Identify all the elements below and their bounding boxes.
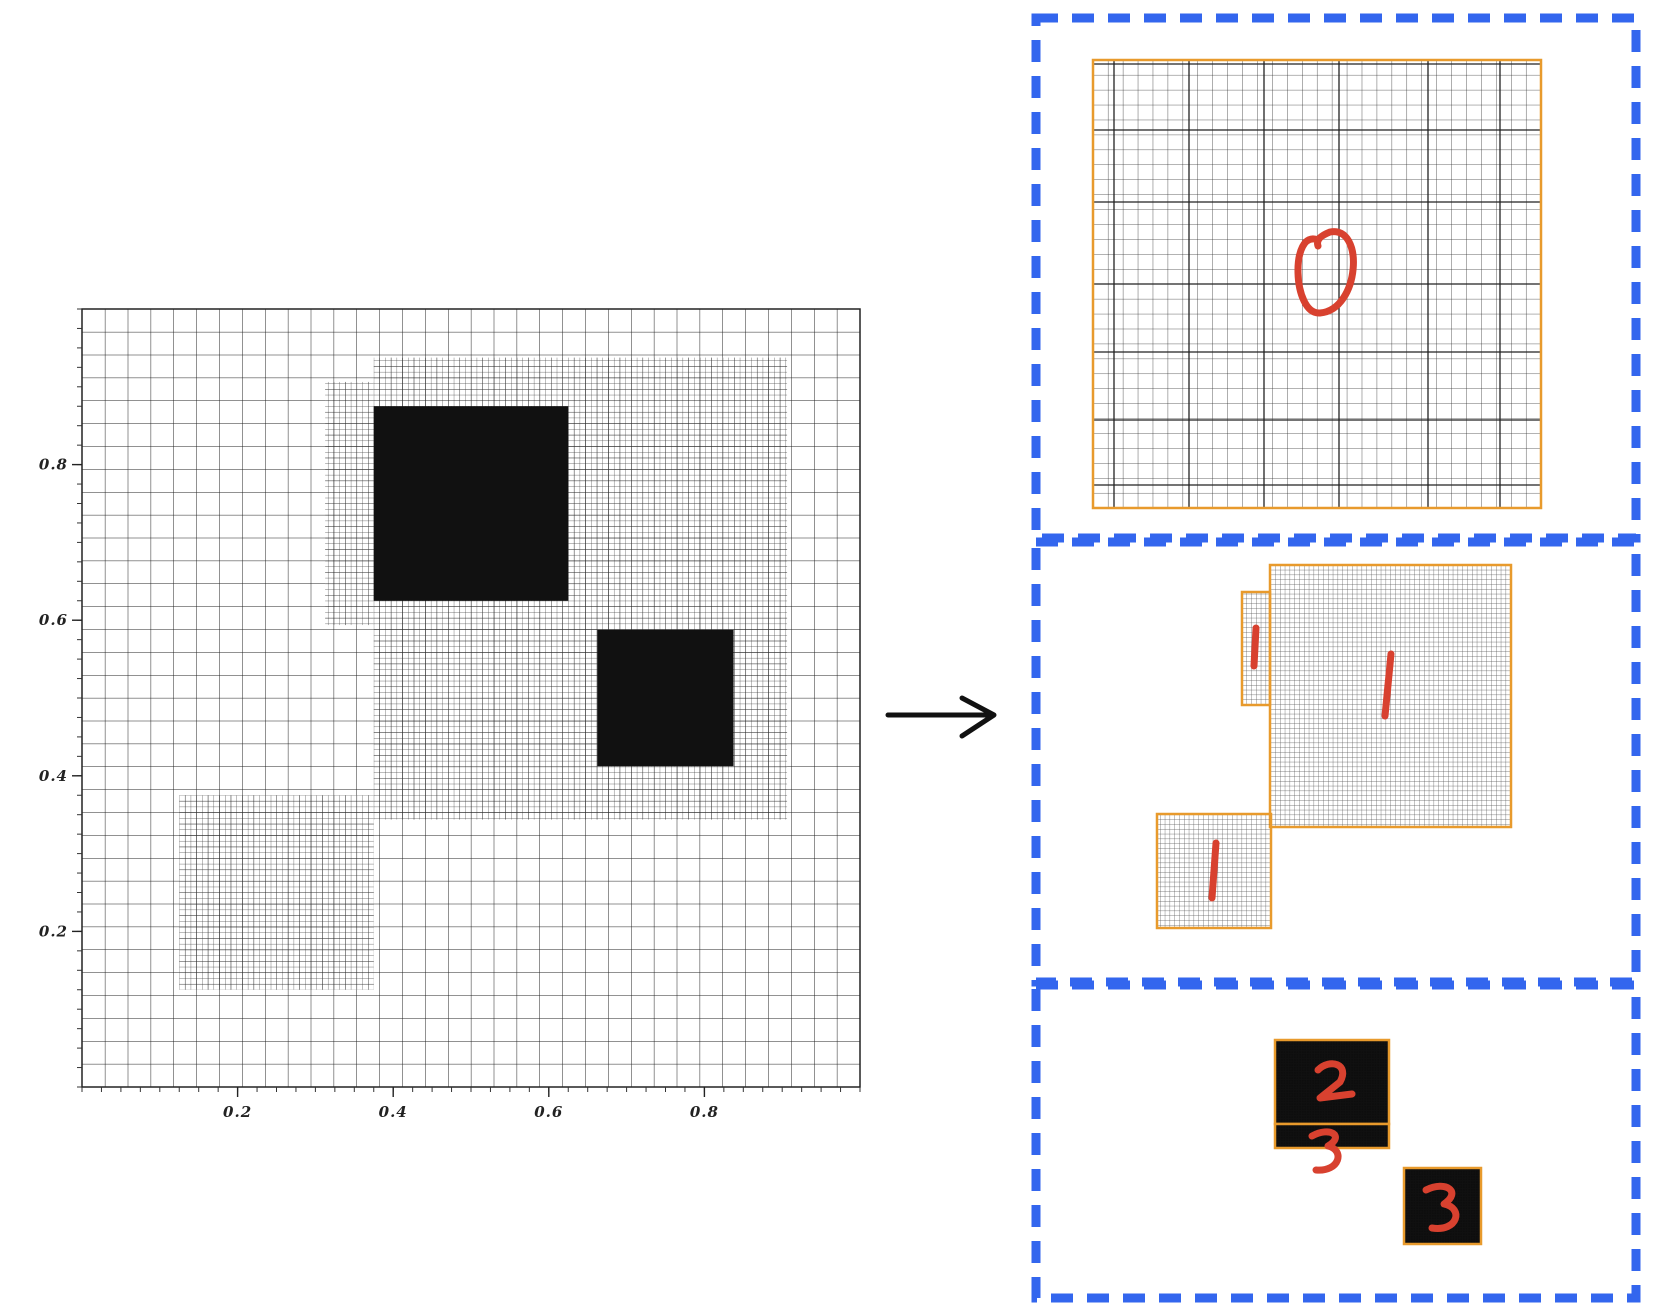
level-label-1-stroke [1250,624,1260,670]
x-axis: 0.2 0.4 0.6 0.8 [81,1087,861,1121]
y-axis: 0.2 0.4 0.6 0.8 [39,308,82,1088]
level-label-3-stroke [1422,1182,1460,1232]
patch-border [1091,58,1543,510]
amr-mesh-plot: 0.2 0.4 0.6 0.8 0.2 0.4 0.6 0.8 [39,308,861,1121]
level-label-1-stroke [1381,650,1395,720]
level-0-coarse-lines [1093,60,1541,508]
dashed-border [1031,980,1641,1303]
y-tick-label: 0.8 [39,456,68,474]
level-label-3-stroke [1308,1128,1342,1174]
refinement-patch-grid [373,406,569,601]
x-tick-label: 0.6 [534,1103,563,1121]
panel-level-2-3: 2 3 3 [1031,980,1641,1303]
refinement-patch-coarse-overlay [325,381,374,626]
panel-level-0: 0 [1031,13,1641,543]
patch-border [1240,590,1272,707]
level-label-2-stroke [1314,1060,1356,1102]
y-tick-label: 0.2 [39,922,68,940]
patch-border [1155,812,1273,930]
x-tick-label: 0.8 [690,1103,719,1121]
refinement-patch-coarse-overlay [179,795,374,990]
level-label-1-stroke [1208,839,1220,902]
panel-level-1: 1 1 1 [1031,537,1641,987]
level-1-patch-large [1270,565,1511,827]
refinement-patch-grid [597,629,734,767]
level-label-0-stroke [1294,228,1357,317]
x-tick-label: 0.4 [379,1103,408,1121]
patch-border [1402,1166,1483,1246]
right-arrow-icon [885,695,997,739]
level-2-patch-grid [1275,1040,1389,1124]
refinement-patches [179,357,788,990]
y-tick-label: 0.6 [39,611,68,629]
x-tick-label: 0.2 [223,1103,252,1121]
y-tick-label: 0.4 [39,767,68,785]
